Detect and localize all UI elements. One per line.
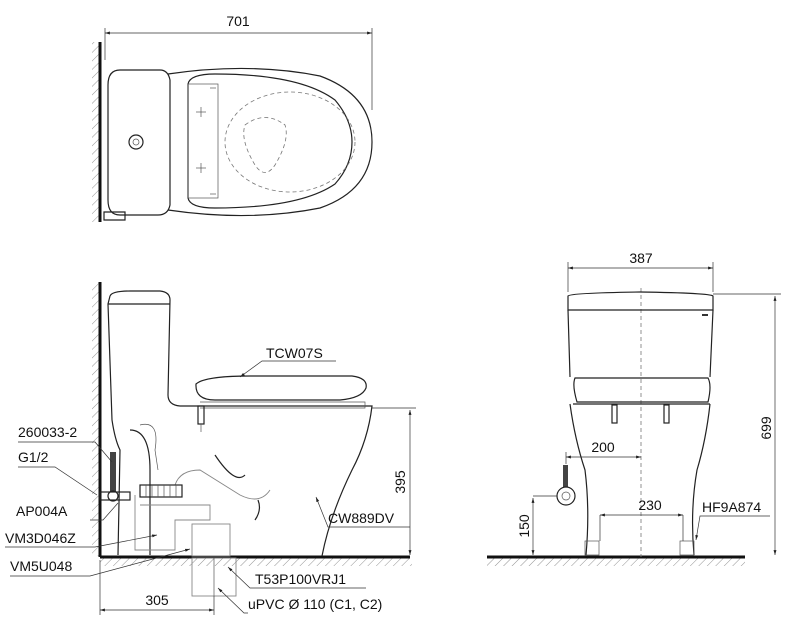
tank-bracket: [103, 211, 126, 221]
bowl-rim-hidden: [224, 91, 356, 193]
dimension-200: 200: [591, 439, 615, 455]
seat-fitting-front: [663, 404, 670, 424]
seat-base: [200, 401, 366, 409]
leader-line: [5, 534, 158, 548]
angle-valve-front-inner: [561, 491, 571, 501]
flush-button-inner: [132, 138, 140, 146]
label-part-upvc-pipe: uPVC Ø 110 (C1, C2): [248, 596, 382, 612]
leader-line: [18, 466, 98, 496]
label-bowl-model: CW889DV: [328, 510, 395, 526]
wall-hatch: [92, 42, 100, 222]
dimension-150: 150: [516, 514, 532, 538]
trapway-hidden: [243, 117, 287, 173]
tank-side: [109, 290, 181, 407]
body-front: [569, 403, 589, 556]
leader-line: [18, 441, 113, 463]
leader-line: [217, 587, 248, 614]
side-view: 395 305 TCW07S CW889DV 260033-2 G1/2 AP0…: [5, 282, 416, 615]
wall-hatch-side: [92, 282, 100, 556]
front-view: 387 699 200 230 150 HF9A874: [487, 250, 781, 566]
drain-adapter: [191, 523, 231, 557]
flush-button: [128, 134, 144, 150]
label-part-g1-2: G1/2: [18, 449, 49, 465]
flush-lever-mark: [702, 314, 708, 316]
seat-tcw07s: [195, 375, 367, 401]
body-front-right: [691, 403, 711, 556]
floor-bolt-cap: [584, 540, 600, 556]
internal-channel: [254, 499, 261, 521]
label-part-ap004a: AP004A: [16, 503, 68, 519]
label-part-vm3d046z: VM3D046Z: [5, 530, 76, 546]
trapway-internal: [134, 495, 211, 551]
dimension-395: 395: [392, 470, 408, 494]
dimension-387: 387: [629, 250, 653, 266]
bowl-outline-top: [167, 67, 373, 217]
floor-hatch-front: [487, 558, 745, 566]
dimension-230: 230: [638, 497, 662, 513]
bowl-side: [180, 405, 373, 557]
seat-hinge-unit: [187, 83, 219, 199]
label-part-t53p100vrj1: T53P100VRJ1: [255, 571, 346, 587]
label-part-vm5u048: VM5U048: [10, 558, 72, 574]
tank-sides-front: [567, 309, 714, 378]
label-seat-model: TCW07S: [266, 345, 323, 361]
leader-line: [90, 502, 119, 521]
leader-line: [315, 496, 410, 528]
internal-hose: [174, 469, 271, 500]
body-rear-outline: [129, 429, 151, 555]
label-bolt-model: HF9A874: [702, 499, 761, 515]
dimension-701: 701: [226, 13, 250, 29]
floor-bolt-cap: [679, 540, 695, 556]
tank-front: [567, 291, 714, 311]
angle-valve-front: [556, 486, 576, 506]
top-view: 701: [92, 13, 373, 222]
label-part-260033-2: 260033-2: [18, 424, 77, 440]
seat-fitting-front: [611, 404, 618, 424]
floor-hatch-side: [100, 558, 412, 566]
dimension-699: 699: [758, 416, 774, 440]
tank-back-outline: [107, 295, 121, 556]
supply-hose-front: [563, 465, 568, 487]
leader-line: [695, 515, 770, 541]
angle-valve: [99, 491, 131, 501]
leader-line: [227, 566, 366, 589]
internal-filter: [139, 484, 183, 498]
leader-line: [239, 360, 336, 378]
seat-fitting: [197, 405, 205, 425]
internal-channel: [214, 454, 246, 479]
seat-outline-top: [187, 73, 353, 209]
seat-front: [573, 377, 711, 403]
leader-line: [10, 548, 191, 577]
body-inner-outline: [139, 423, 159, 471]
supply-hose: [110, 452, 116, 492]
angle-valve-nut: [107, 490, 119, 502]
dimension-305: 305: [145, 592, 169, 608]
tank-top: [107, 69, 171, 216]
